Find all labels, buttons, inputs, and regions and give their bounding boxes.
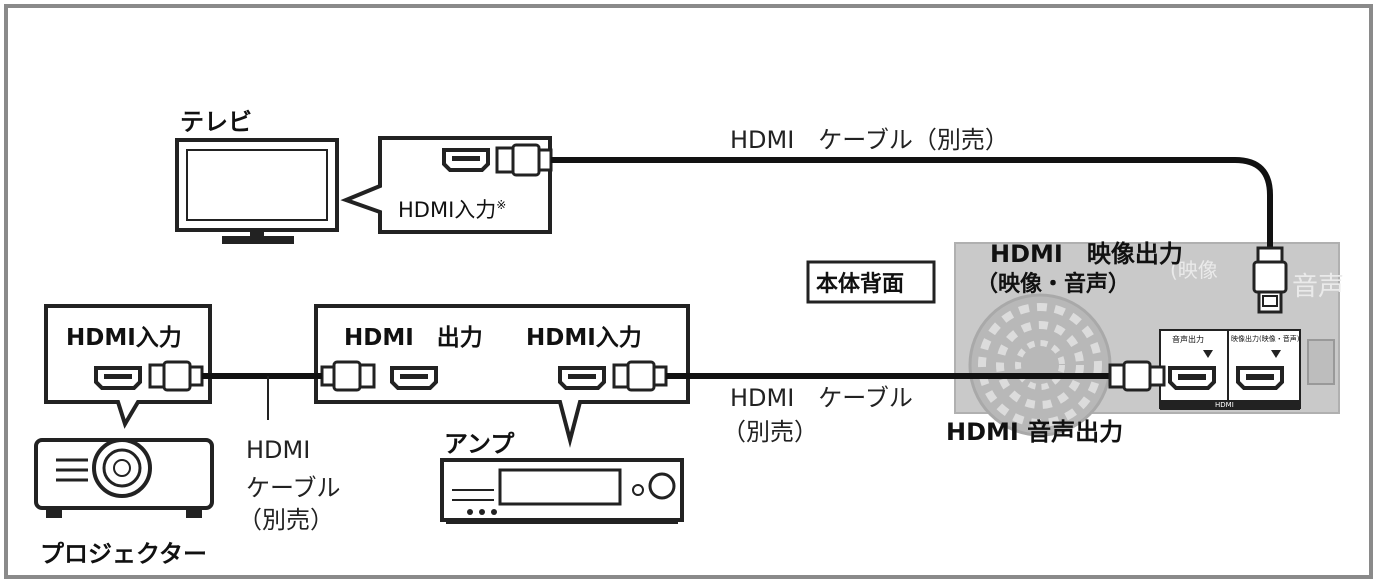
tv-hdmi-plug: [495, 143, 553, 177]
recorder-label: 本体背面: [816, 272, 905, 297]
video-out-label: HDMI 映像出力: [990, 240, 1183, 268]
recorder-video-plug: [1252, 246, 1288, 314]
tv-note-mark: ※: [496, 198, 507, 212]
fan-grille: [968, 293, 1112, 437]
amp-label: アンプ: [444, 430, 515, 458]
panel-bg-text-1: (映像: [1170, 258, 1218, 282]
tv-cable-label: HDMI ケーブル（別売）: [730, 126, 1009, 154]
proj-cable-label-3: （別売）: [238, 506, 334, 534]
amp-cable-label-1: HDMI ケーブル: [730, 384, 913, 412]
tv-hdmi-cable: [551, 157, 1273, 248]
amp-illustration: [440, 458, 684, 524]
amp-input-label: HDMI入力: [526, 325, 642, 351]
tv-label: テレビ: [180, 108, 252, 136]
audio-out-marker-icon: [1203, 350, 1213, 358]
amp-port-callout: [314, 304, 690, 448]
projector-label: プロジェクター: [40, 540, 208, 568]
tv-port-text: HDMI入力: [398, 198, 497, 222]
projector-hdmi-plug: [148, 360, 204, 392]
tv-illustration: [175, 138, 339, 244]
audio-out-label: HDMI 音声出力: [946, 418, 1124, 446]
projector-port-label: HDMI入力: [66, 325, 182, 351]
amp-output-plug: [320, 360, 376, 392]
projector-illustration: [34, 438, 214, 518]
proj-cable-label-2: ケーブル: [246, 474, 341, 502]
video-out-sub-label: （映像・音声）: [976, 272, 1131, 297]
panel-hdmi-text: HDMI: [1215, 401, 1234, 409]
proj-cable-label-1: HDMI: [246, 436, 311, 464]
amp-input-plug: [612, 360, 668, 392]
video-out-marker-icon: [1271, 350, 1281, 358]
tv-port-label: HDMI入力※: [398, 194, 506, 224]
panel-bg-text-2: 音声: [1292, 272, 1345, 302]
amp-cable-label-2: （別売）: [722, 418, 818, 446]
amp-output-label: HDMI 出力: [344, 325, 483, 351]
panel-audio-text: 音声出力: [1172, 335, 1204, 344]
panel-video-text: 映像出力(映像・音声): [1231, 335, 1300, 343]
recorder-audio-plug: [1108, 360, 1166, 392]
projector-port-callout: [44, 304, 212, 429]
recorder-label-box: [806, 260, 936, 304]
